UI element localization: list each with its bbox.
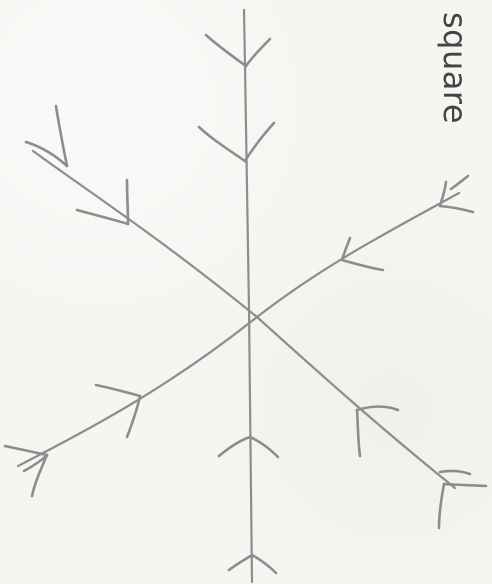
shape-label: square: [436, 12, 474, 124]
bottom-branch-1-left: [219, 437, 250, 456]
top-branch-1-left: [206, 35, 246, 66]
top-branch-2-left: [199, 127, 245, 161]
lower-left-branch-2-top: [5, 446, 47, 455]
snowflake-lower-left-to-upper-right-spoke: [18, 193, 459, 466]
snowflake-upper-left-to-lower-right-spoke: [33, 151, 455, 488]
top-branch-2-right: [245, 123, 274, 161]
bottom-branch-2-left: [229, 555, 252, 570]
bottom-branch-2-right: [252, 555, 276, 573]
upper-left-branch-1-bottom: [26, 142, 67, 166]
upper-right-branch-2-extra: [451, 176, 468, 189]
top-branch-1-right: [246, 39, 270, 66]
lower-right-branch-1-bottom: [357, 410, 360, 456]
bottom-branch-1-right: [250, 437, 278, 457]
lower-right-branch-2-extra: [440, 471, 470, 474]
upper-right-branch-1-bottom: [342, 260, 383, 270]
lower-right-branch-2-bottom: [439, 484, 444, 528]
lower-left-branch-1-top: [96, 385, 140, 396]
lower-right-branch-1-top: [357, 407, 398, 410]
lower-right-branch-2-top: [444, 484, 486, 486]
upper-left-branch-2-top: [127, 180, 128, 224]
upper-right-branch-2-bottom: [440, 206, 473, 212]
snowflake-vertical-spoke: [244, 10, 252, 582]
